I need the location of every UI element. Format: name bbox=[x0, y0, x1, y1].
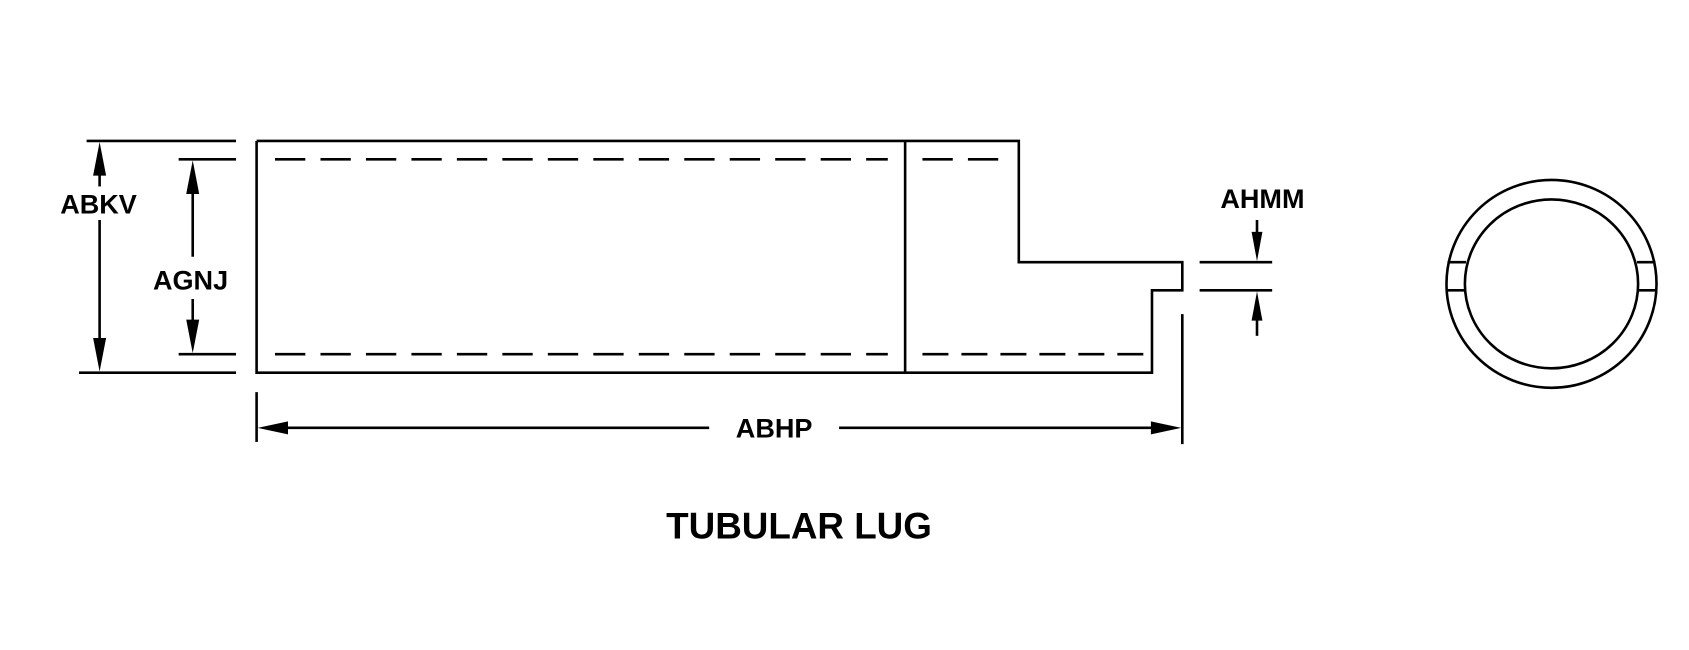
arrow-down-icon bbox=[93, 337, 107, 372]
dimension-ahmm: AHMM bbox=[1199, 184, 1304, 336]
arrow-up-icon bbox=[1251, 291, 1263, 321]
lug-outline bbox=[255, 139, 1184, 374]
dimension-label: ABKV bbox=[60, 189, 137, 219]
arrow-up-icon bbox=[93, 142, 107, 176]
dimension-agnj: AGNJ bbox=[153, 158, 237, 356]
outer-circle bbox=[1445, 178, 1658, 390]
arrow-right-icon bbox=[1150, 421, 1182, 435]
drawing-title: TUBULAR LUG bbox=[666, 505, 932, 546]
dimension-abkv: ABKV bbox=[60, 139, 237, 374]
dimension-label: ABHP bbox=[736, 414, 813, 444]
dimension-label: AGNJ bbox=[153, 265, 228, 295]
dimension-abhp: ABHP bbox=[255, 314, 1184, 445]
inner-circle bbox=[1463, 198, 1640, 370]
arrow-up-icon bbox=[186, 160, 200, 194]
arrow-down-icon bbox=[186, 319, 200, 354]
lug-side-view bbox=[255, 139, 1184, 374]
dimension-label: AHMM bbox=[1220, 184, 1304, 214]
lug-end-view bbox=[1445, 178, 1658, 390]
arrow-down-icon bbox=[1251, 231, 1263, 262]
arrow-left-icon bbox=[257, 421, 288, 435]
